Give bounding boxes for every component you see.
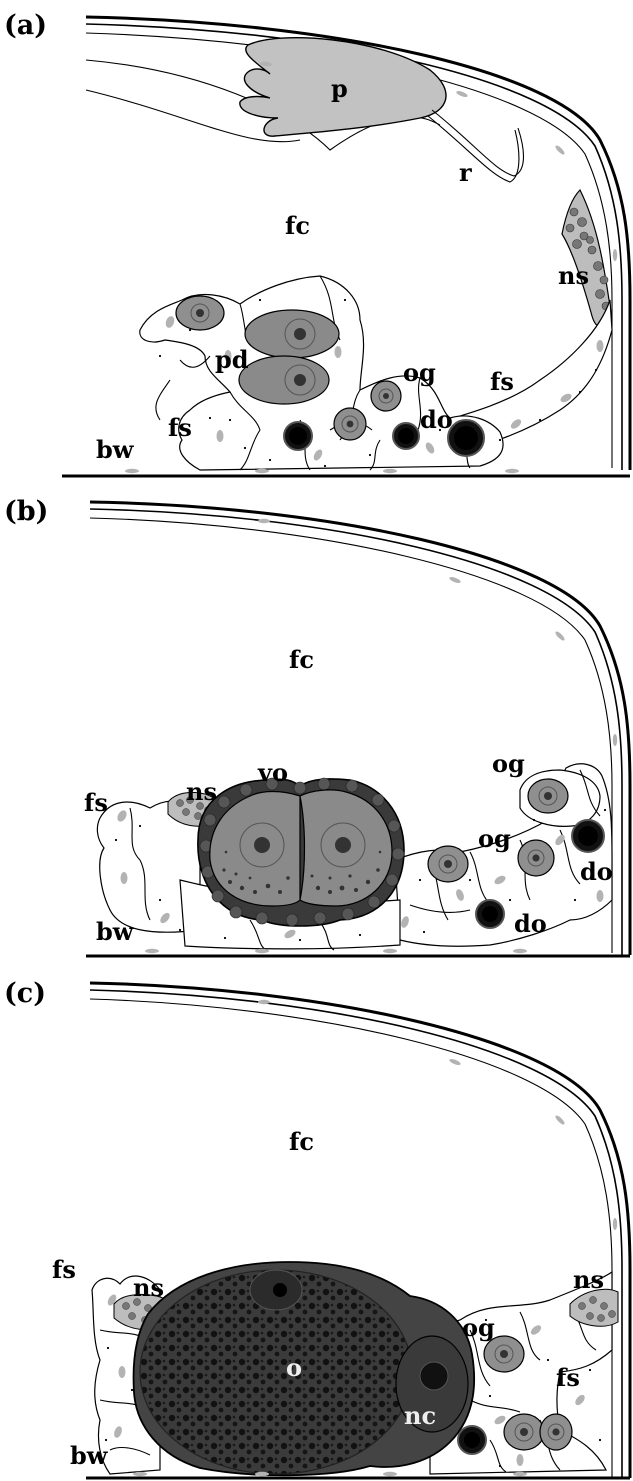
label-og-a: og	[403, 358, 436, 387]
label-nc: nc	[404, 1401, 436, 1430]
label-ns-c-left: ns	[133, 1273, 164, 1302]
oocyte-nucleolus-c	[273, 1283, 287, 1297]
label-do-a: do	[420, 405, 453, 434]
panel-b: (b)	[4, 496, 630, 956]
label-fs-a-right: fs	[490, 367, 514, 396]
ribbon-r-inner	[432, 110, 524, 176]
label-fs-c-left: fs	[52, 1255, 76, 1284]
label-fc-b: fc	[289, 645, 314, 674]
nurse-cell-nucleus	[420, 1362, 448, 1390]
degenerating-oocyte-c	[458, 1426, 486, 1454]
label-fs-a-left: fs	[168, 413, 192, 442]
label-bw-c: bw	[70, 1441, 109, 1470]
label-fc-a: fc	[285, 211, 310, 240]
label-do-b-bottom: do	[514, 909, 547, 938]
label-bw-b: bw	[96, 917, 135, 946]
panel-label-a: (a)	[4, 10, 47, 41]
label-fc-c: fc	[289, 1127, 314, 1156]
label-fs-c-right: fs	[556, 1363, 580, 1392]
label-pd: pd	[215, 345, 249, 374]
label-ns-b: ns	[186, 777, 217, 806]
panel-a: (a)	[4, 10, 630, 476]
label-ns-c-right: ns	[573, 1265, 604, 1294]
label-o: o	[286, 1353, 302, 1382]
label-fs-b: fs	[84, 788, 108, 817]
label-og-b-top: og	[492, 749, 525, 778]
label-og-b-bottom: og	[478, 824, 511, 853]
label-bw-a: bw	[96, 435, 135, 464]
label-do-b-right: do	[580, 857, 613, 886]
label-ns-a: ns	[558, 261, 589, 290]
label-vo: vo	[257, 758, 288, 787]
label-og-c: og	[462, 1313, 495, 1342]
label-r: r	[459, 158, 472, 187]
label-p: p	[331, 74, 348, 103]
panel-c: (c)	[4, 978, 630, 1478]
panel-label-b: (b)	[4, 496, 48, 527]
panel-label-c: (c)	[4, 978, 46, 1009]
